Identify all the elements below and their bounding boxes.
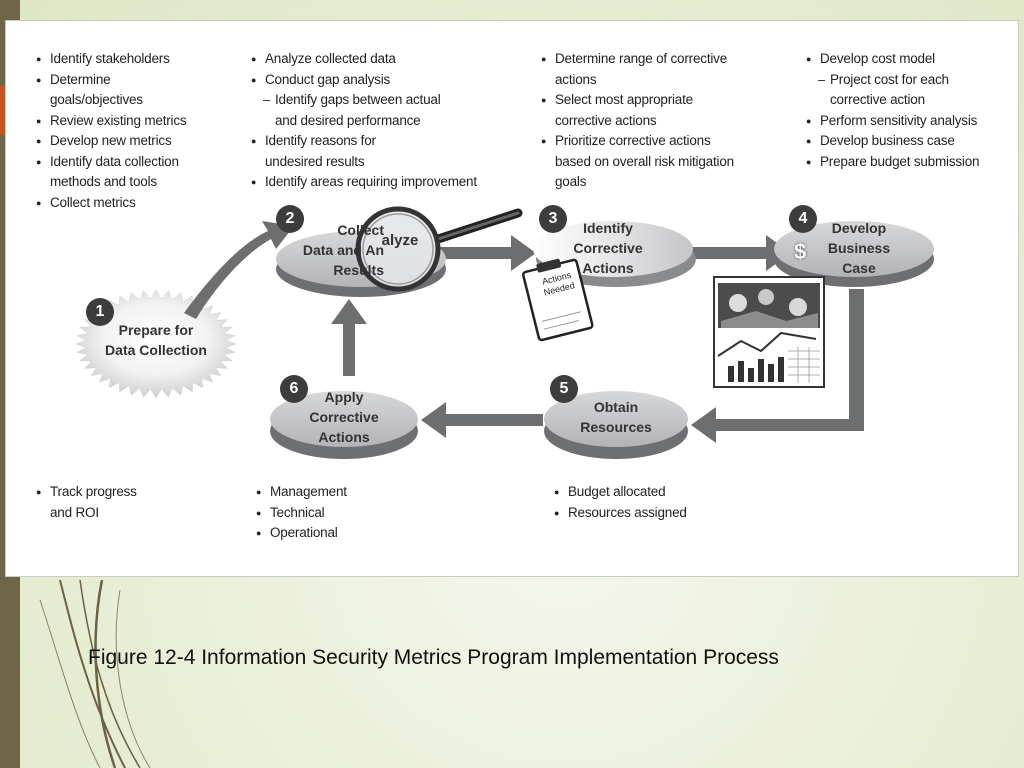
bullet-item: Analyze collected data bbox=[251, 49, 477, 70]
bullet-item: Identify areas requiring improvement bbox=[251, 172, 477, 193]
step1-bullets: Identify stakeholdersDetermine goals/obj… bbox=[36, 49, 187, 214]
bullet-item: Develop cost model bbox=[806, 49, 979, 70]
arrow-4-to-5 bbox=[691, 289, 864, 443]
figure-caption: Figure 12-4 Information Security Metrics… bbox=[88, 646, 779, 669]
bullet-item: Technical bbox=[256, 503, 347, 524]
step4-bullets: Develop cost modelProject cost for each … bbox=[806, 49, 980, 173]
step2-badge: 2 bbox=[276, 205, 304, 233]
arrow-3-to-4 bbox=[681, 235, 791, 271]
bullet-item: Budget allocated bbox=[554, 482, 687, 503]
step1-badge: 1 bbox=[86, 298, 114, 326]
bullet-item: Track progress and ROI bbox=[36, 482, 137, 523]
slide-left-accent bbox=[0, 85, 6, 135]
dollar-icon: $ bbox=[794, 239, 807, 264]
bullet-item: Develop new metrics bbox=[36, 131, 186, 152]
step4-node bbox=[774, 221, 934, 287]
step1-label: Prepare for Data Collection bbox=[105, 322, 207, 358]
step5-badge: 5 bbox=[550, 375, 578, 403]
bullet-item: Determine range of corrective actions bbox=[541, 49, 734, 90]
step3-bullets: Determine range of corrective actionsSel… bbox=[541, 49, 734, 193]
step2-label: Collect Data and An Results bbox=[302, 222, 384, 278]
step3-badge: 3 bbox=[539, 205, 567, 233]
business-meeting-picture bbox=[713, 276, 825, 388]
step4-badge: 4 bbox=[789, 205, 817, 233]
process-diagram bbox=[75, 206, 934, 459]
bullet-item: Prioritize corrective actions based on o… bbox=[541, 131, 734, 193]
bullet-item: Review existing metrics bbox=[36, 111, 187, 132]
sub-bullet-item: Project cost for each corrective action bbox=[806, 70, 979, 111]
bullet-item: Identify stakeholders bbox=[36, 49, 186, 70]
figure-panel: Identify stakeholdersDetermine goals/obj… bbox=[5, 20, 1019, 577]
clipboard-icon bbox=[521, 258, 594, 342]
step6-badge: 6 bbox=[280, 375, 308, 403]
bullet-item: Develop business case bbox=[806, 131, 979, 152]
step3-label: Identify Corrective Actions bbox=[573, 220, 643, 276]
step5-label: Obtain Resources bbox=[580, 399, 652, 435]
sub-bullet-item: Identify gaps between actual and desired… bbox=[251, 90, 477, 131]
step4-label: Develop Business Case bbox=[827, 220, 891, 276]
bullet-item: Identify data collection methods and too… bbox=[36, 152, 186, 193]
grass-decoration bbox=[39, 580, 151, 768]
arrow-6-to-2 bbox=[331, 299, 367, 376]
bullet-item: Collect metrics bbox=[36, 193, 186, 214]
magnifier-label: alyze bbox=[381, 232, 419, 249]
step5-node bbox=[544, 391, 688, 459]
arrow-5-to-6 bbox=[421, 402, 543, 438]
step5-result-bullets: Budget allocatedResources assigned bbox=[554, 482, 687, 523]
step1-result-bullets: Track progress and ROI bbox=[36, 482, 137, 523]
bullet-item: Perform sensitivity analysis bbox=[806, 111, 979, 132]
magnifying-glass-icon bbox=[355, 206, 523, 292]
bullet-item: Select most appropriate corrective actio… bbox=[541, 90, 734, 131]
bullet-item: Management bbox=[256, 482, 347, 503]
step6-result-bullets: ManagementTechnicalOperational bbox=[256, 482, 347, 544]
arrow-1-to-2 bbox=[184, 221, 294, 319]
step6-label: Apply Corrective Actions bbox=[309, 389, 379, 445]
step6-node bbox=[270, 391, 418, 459]
bullet-item: Identify reasons for undesired results bbox=[251, 131, 477, 172]
bullet-item: Operational bbox=[256, 523, 347, 544]
arrow-2-to-3 bbox=[436, 235, 536, 271]
bullet-item: Prepare budget submission bbox=[806, 152, 980, 173]
step2-bullets: Analyze collected dataConduct gap analys… bbox=[251, 49, 477, 193]
bullet-item: Resources assigned bbox=[554, 503, 687, 524]
bullet-item: Determine goals/objectives bbox=[36, 70, 186, 111]
bullet-item: Conduct gap analysis bbox=[251, 70, 477, 91]
